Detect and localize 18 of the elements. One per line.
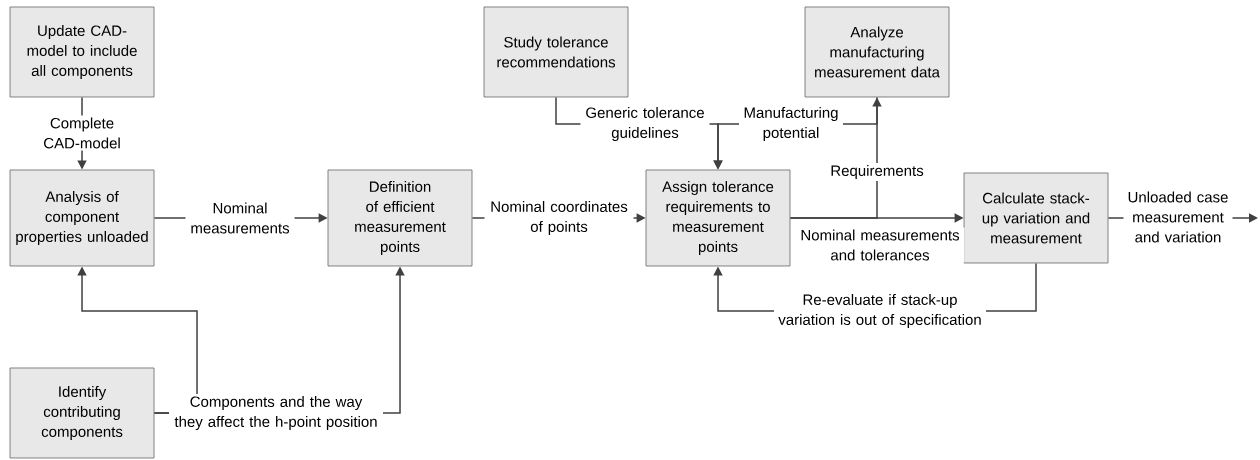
process-box: Analyze manufacturing measurement data — [804, 6, 950, 98]
edge-label: Generic tolerance guidelines — [580, 105, 710, 143]
edge-label: Unloaded case measurement and variation — [1123, 189, 1233, 245]
process-box: Definition of efficient measurement points — [327, 169, 473, 267]
process-box: Identify contributing components — [9, 367, 155, 459]
edge-label: Nominal measurements — [185, 200, 295, 236]
process-box: Update CAD-model to include all components — [9, 6, 155, 98]
edge-label: Complete CAD-model — [37, 115, 127, 151]
edge-label: Nominal measurements and tolerances — [795, 227, 965, 263]
process-box: Study tolerance recommendations — [483, 6, 629, 98]
process-box: Analysis of component properties unloaded — [9, 169, 155, 267]
process-box: Calculate stack-up variation and measurement — [963, 172, 1109, 264]
edge-label: Nominal coordinates of points — [484, 199, 634, 237]
edge-label: Requirements — [828, 163, 926, 181]
edge-label: Manufacturing potential — [739, 105, 843, 143]
edge-label: Re-evaluate if stack-up variation is out of specification — [774, 292, 986, 330]
edge-label: Components and the way they affect the h-point position — [169, 394, 383, 432]
process-box: Assign tolerance requirements to measurement points — [645, 169, 791, 267]
